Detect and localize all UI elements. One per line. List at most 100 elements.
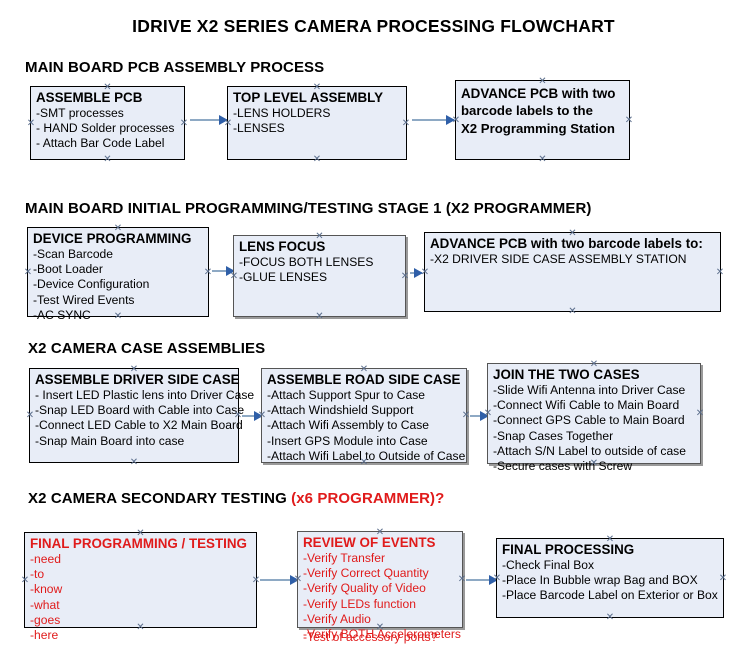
box-line: -AC SYNC [33, 307, 91, 322]
box-line: -Connect LED Cable to X2 Main Board [35, 418, 243, 433]
selection-handle-left[interactable] [26, 411, 35, 420]
selection-handle-bottom[interactable] [313, 155, 322, 164]
box-advance-pcb-driver-side-case[interactable]: ADVANCE PCB with two barcode labels to: … [424, 232, 721, 312]
selection-handle-bottom[interactable] [606, 613, 615, 622]
box-device-programming[interactable]: DEVICE PROGRAMMING -Scan Barcode -Boot L… [24, 227, 209, 322]
selection-handle-left[interactable] [24, 268, 33, 277]
box-line: -Slide Wifi Antenna into Driver Case [493, 383, 686, 397]
box-line: -Attach Support Spur to Case [267, 388, 425, 402]
box-line: -Place In Bubble wrap Bag and BOX [502, 573, 698, 588]
box-line: -need [30, 552, 61, 566]
box-line: -Verify Transfer [303, 551, 385, 565]
section-heading-x2-camera-case-assemblies: X2 CAMERA CASE ASSEMBLIES [28, 340, 265, 357]
box-line: -Insert GPS Module into Case [267, 433, 428, 448]
box-line: -GLUE LENSES [239, 270, 328, 285]
box-final-programming-testing[interactable]: FINAL PROGRAMMING / TESTING -need -to -k… [21, 532, 257, 642]
box-line: -Attach Windshield Support [267, 403, 414, 418]
box-line: -Verify Quality of Video [303, 581, 426, 596]
box-join-the-two-cases[interactable]: JOIN THE TWO CASES -Slide Wifi Antenna i… [487, 363, 701, 473]
box-line: -here [30, 628, 59, 643]
box-line: barcode labels to the [461, 103, 593, 118]
arrow-device-programming-to-lens-focus [212, 266, 235, 276]
box-title: ASSEMBLE DRIVER SIDE CASE [35, 372, 240, 387]
box-line: -goes [30, 612, 61, 627]
box-line: -Check Final Box [502, 558, 595, 572]
section-heading-text: MAIN BOARD PCB ASSEMBLY PROCESS [25, 59, 325, 76]
box-advance-pcb-programming-station[interactable]: ADVANCE PCB with two barcode labels to t… [455, 80, 630, 160]
box-line: -Place Barcode Label on Exterior or Box [502, 588, 718, 603]
arrow-lens-focus-to-advance-pcb [410, 268, 423, 278]
box-line: -Device Configuration [33, 277, 150, 292]
section-heading-accent: (x6 PROGRAMMER)? [291, 490, 445, 507]
box-title: ADVANCE PCB with two [461, 86, 616, 101]
selection-handle-bottom[interactable] [103, 155, 112, 164]
section-heading-text: MAIN BOARD INITIAL PROGRAMMING/TESTING S… [25, 200, 592, 217]
box-line: -Verify Correct Quantity [303, 566, 429, 581]
box-title: ASSEMBLE ROAD SIDE CASE [267, 372, 461, 387]
box-line: -Secure cases with Screw [493, 459, 633, 474]
box-line: -know [30, 582, 63, 597]
box-line: - HAND Solder processes [36, 121, 175, 136]
box-line: -Boot Loader [33, 262, 103, 277]
selection-handle-left[interactable] [21, 576, 30, 585]
box-assemble-road-side-case[interactable]: ASSEMBLE ROAD SIDE CASE -Attach Support … [261, 368, 467, 463]
box-line: -Snap Cases Together [493, 428, 614, 443]
selection-handle-right[interactable] [716, 268, 725, 277]
selection-handle-bottom[interactable] [130, 458, 139, 467]
page-title: IDRIVE X2 SERIES CAMERA PROCESSING FLOWC… [132, 16, 615, 36]
box-line: -Test Wired Events [33, 292, 135, 307]
section-heading-text: X2 CAMERA CASE ASSEMBLIES [28, 340, 266, 357]
section-heading-text: X2 CAMERA SECONDARY TESTING [28, 490, 292, 507]
box-line: -Verify Audio [303, 611, 371, 626]
selection-handle-left[interactable] [27, 119, 36, 128]
box-overflow-line: -Test of accessory ports? [303, 630, 438, 644]
box-line: X2 Programming Station [461, 120, 615, 136]
box-review-of-events[interactable]: REVIEW OF EVENTS -Verify Transfer -Verif… [297, 531, 463, 644]
selection-handle-bottom[interactable] [538, 155, 547, 164]
selection-handle-bottom[interactable] [315, 312, 324, 321]
arrow-driver-case-to-road-case [242, 411, 263, 421]
box-line: -LENSES [233, 121, 285, 136]
box-title: ASSEMBLE PCB [36, 90, 143, 105]
box-line: -Attach Wifi Assembly to Case [267, 418, 429, 433]
box-line: -X2 DRIVER SIDE CASE ASSEMBLY STATION [430, 252, 687, 266]
box-line: - Attach Bar Code Label [36, 136, 165, 151]
box-lens-focus[interactable]: LENS FOCUS -FOCUS BOTH LENSES -GLUE LENS… [233, 235, 406, 317]
box-title: TOP LEVEL ASSEMBLY [233, 90, 384, 105]
box-assemble-pcb[interactable]: ASSEMBLE PCB -SMT processes - HAND Solde… [30, 86, 185, 160]
box-line: -Connect Wifi Cable to Main Board [493, 398, 680, 413]
box-line: - Insert LED Plastic lens into Driver Ca… [35, 388, 255, 402]
box-line: -to [30, 567, 45, 582]
selection-handle-bottom[interactable] [568, 307, 577, 316]
arrow-road-case-to-join-cases [470, 411, 489, 421]
box-line: -Attach Wifi Label to Outside of Case [267, 448, 466, 463]
box-line: -SMT processes [36, 106, 124, 120]
box-line: -Verify LEDs function [303, 596, 416, 611]
box-title: REVIEW OF EVENTS [303, 535, 436, 550]
section-heading-main-board-pcb-assembly: MAIN BOARD PCB ASSEMBLY PROCESS [25, 59, 324, 76]
box-line: -Verify BOTH Accelerometers [303, 627, 461, 642]
box-line: -FOCUS BOTH LENSES [239, 255, 374, 269]
box-title: LENS FOCUS [239, 239, 326, 254]
arrow-assemble-pcb-to-top-level [190, 115, 228, 125]
box-line: -what [30, 597, 60, 612]
arrow-top-level-to-advance-pcb [412, 115, 455, 125]
section-heading-x2-camera-secondary-testing: X2 CAMERA SECONDARY TESTING (x6 PROGRAMM… [28, 490, 444, 507]
box-line: -LENS HOLDERS [233, 106, 331, 120]
box-line: -Snap Main Board into case [35, 433, 185, 448]
box-line: -Snap LED Board with Cable into Case [35, 403, 245, 418]
box-final-processing[interactable]: FINAL PROCESSING -Check Final Box -Place… [496, 538, 724, 618]
box-title: DEVICE PROGRAMMING [33, 231, 192, 246]
box-line: -Scan Barcode [33, 247, 113, 261]
box-title: ADVANCE PCB with two barcode labels to: [430, 236, 703, 251]
selection-handle-top[interactable] [538, 77, 547, 86]
box-line: -Connect GPS Cable to Main Board [493, 413, 685, 428]
box-assemble-driver-side-case[interactable]: ASSEMBLE DRIVER SIDE CASE - Insert LED P… [26, 368, 255, 463]
box-title: FINAL PROCESSING [502, 542, 635, 557]
box-title: JOIN THE TWO CASES [493, 367, 640, 382]
arrow-final-programming-to-review-of-events [260, 575, 299, 585]
box-line: -Attach S/N Label to outside of case [493, 443, 686, 458]
box-top-level-assembly[interactable]: TOP LEVEL ASSEMBLY -LENS HOLDERS -LENSES [227, 86, 407, 160]
section-heading-main-board-initial-programming: MAIN BOARD INITIAL PROGRAMMING/TESTING S… [25, 200, 592, 217]
